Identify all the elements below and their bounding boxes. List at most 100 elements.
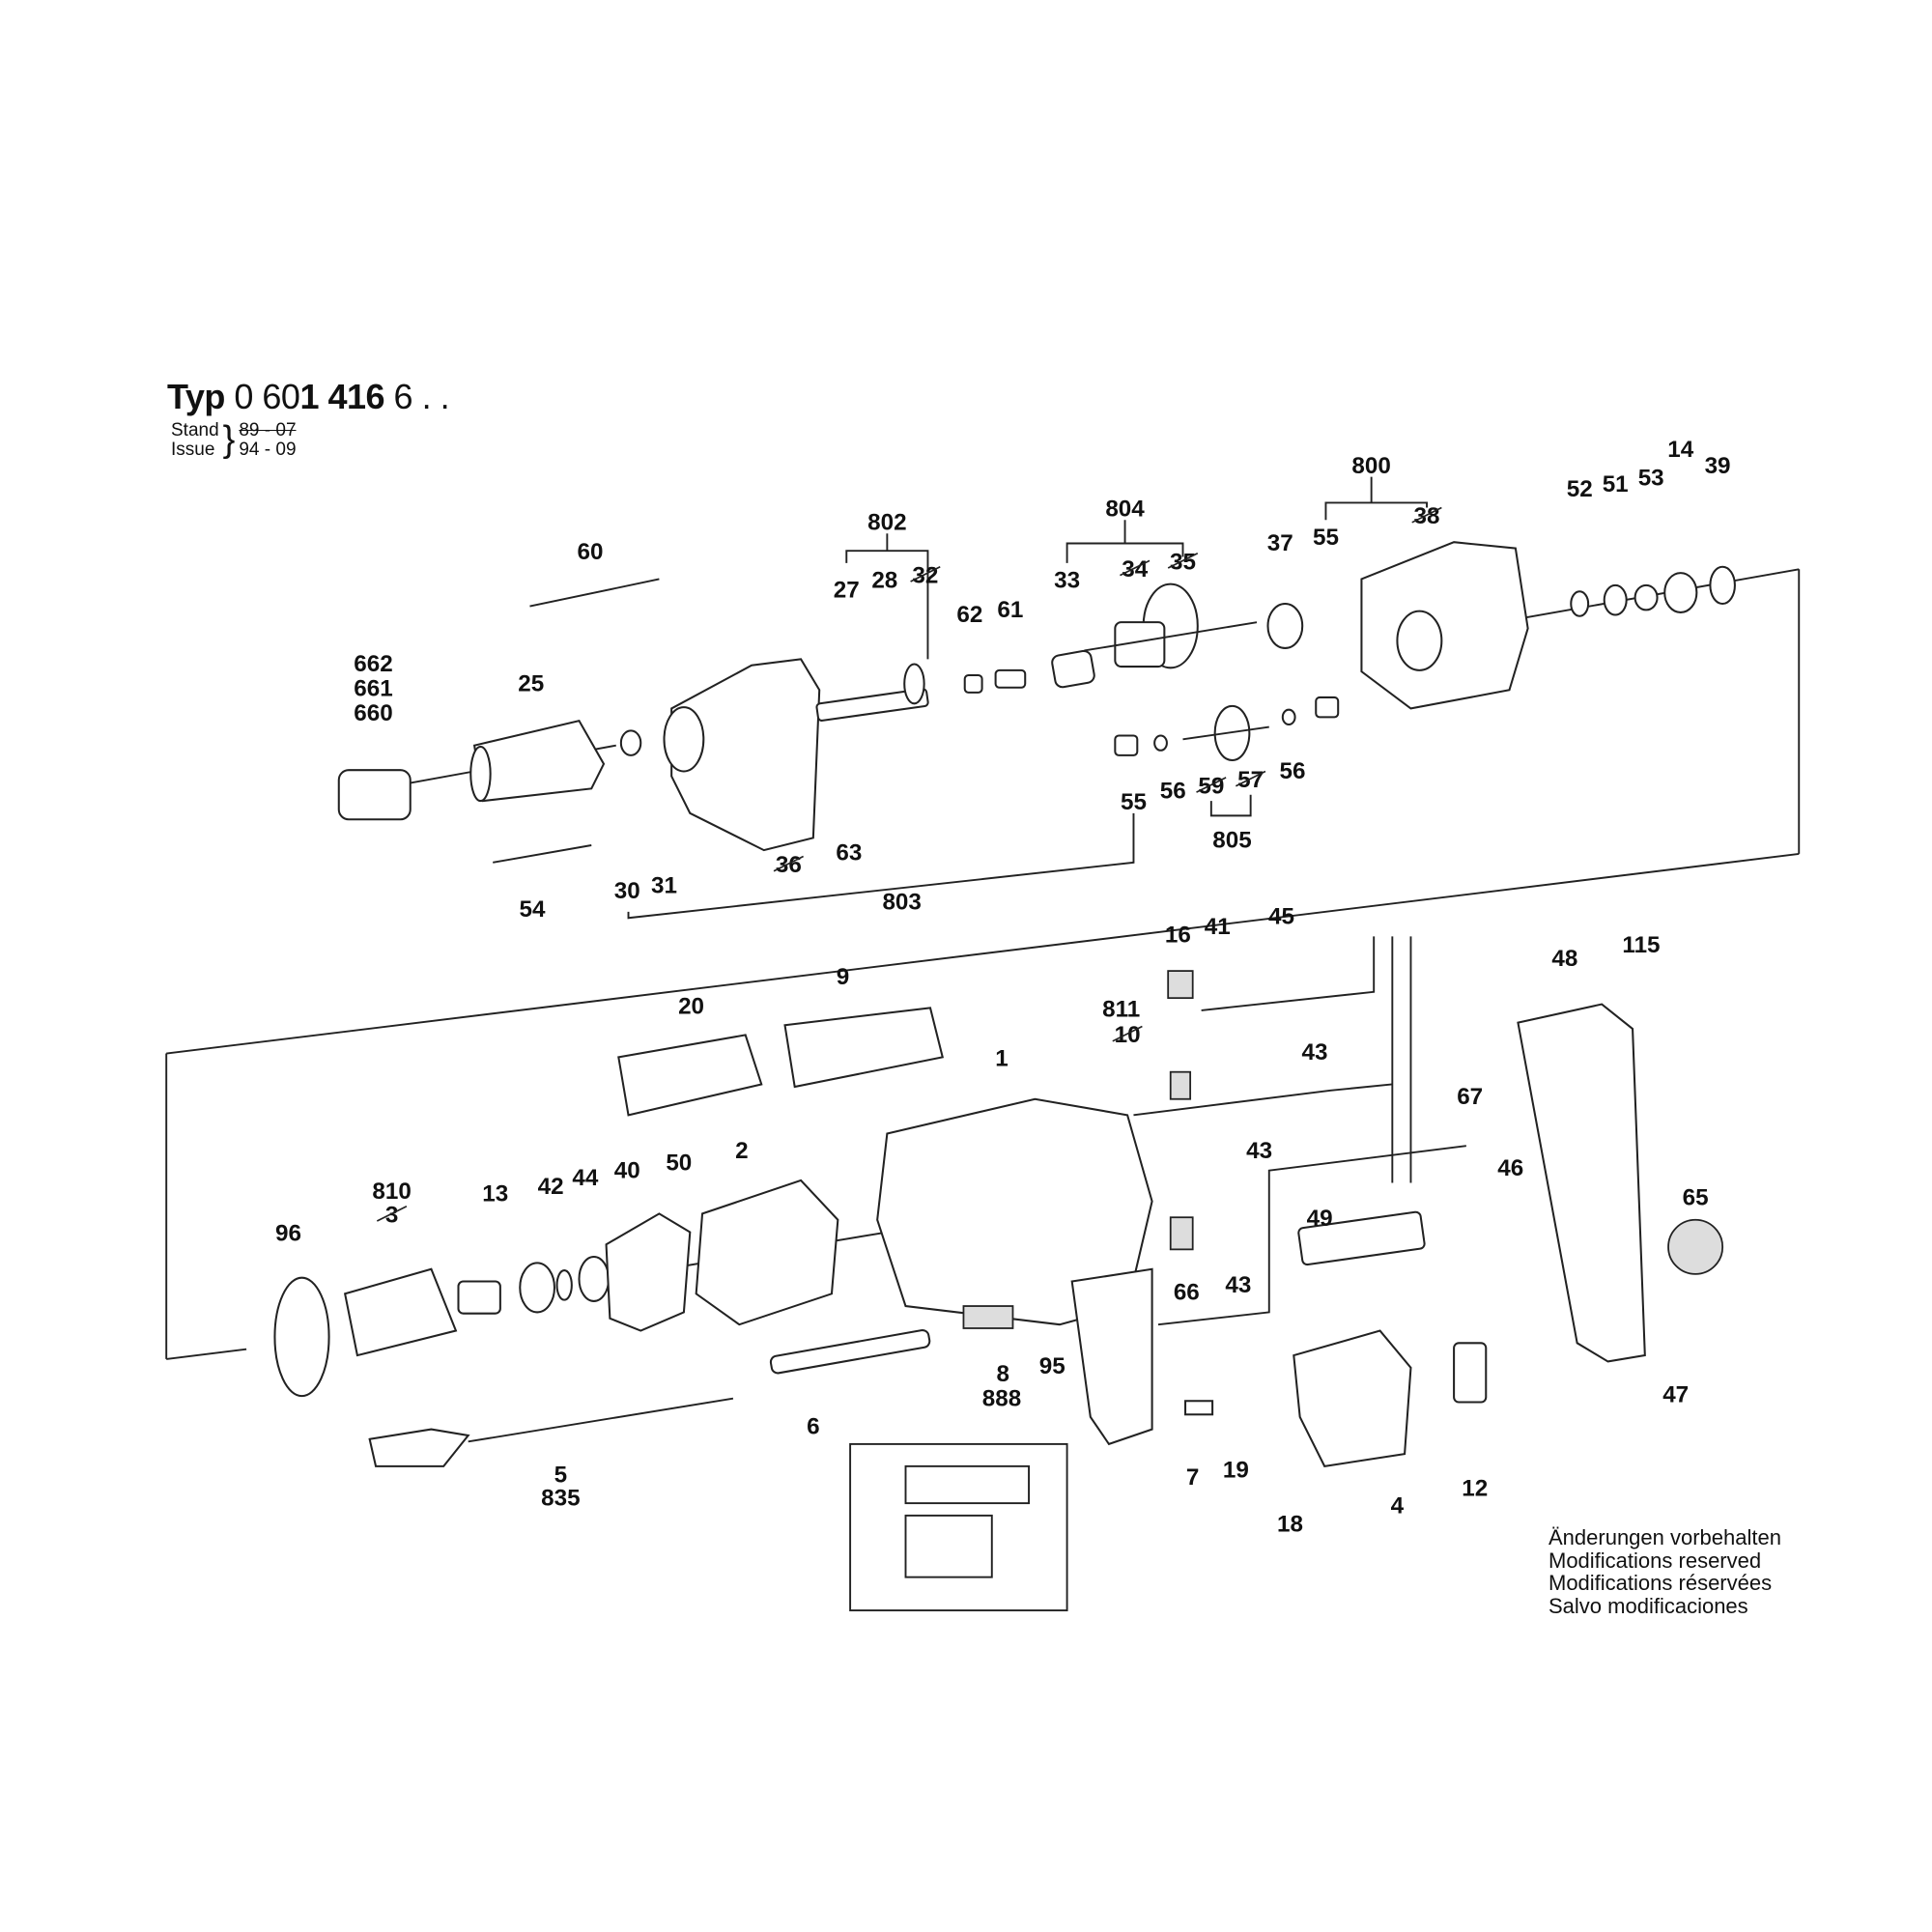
part-label: 835 <box>541 1486 580 1512</box>
part-label: 9 <box>837 964 849 990</box>
label-8 <box>962 1305 1014 1329</box>
part-label: 66 <box>1174 1280 1200 1306</box>
part-7 <box>1184 1400 1214 1416</box>
part-label: 60 <box>577 539 603 565</box>
part-label: 804 <box>1105 496 1145 522</box>
part-label: 10 <box>1115 1022 1141 1048</box>
part-label: 96 <box>275 1220 301 1246</box>
part-label: 16 <box>1165 923 1191 949</box>
part-label: 95 <box>1039 1353 1065 1379</box>
type-number: Typ 0 601 416 6 . . <box>167 377 450 417</box>
stand-value: 89 - 07 <box>239 420 297 440</box>
part-label: 31 <box>651 873 677 899</box>
issue-value: 94 - 09 <box>239 440 297 460</box>
drill-chuck <box>337 769 412 821</box>
part-label: 30 <box>614 878 640 904</box>
part-label: 7 <box>1186 1464 1199 1491</box>
note-es: Salvo modificaciones <box>1548 1593 1748 1618</box>
part-label: 661 <box>354 676 392 702</box>
modification-notes: Änderungen vorbehalten Modifications res… <box>1548 1526 1781 1617</box>
part-label: 51 <box>1603 471 1629 497</box>
part-label: 38 <box>1414 503 1440 529</box>
part-label: 115 <box>1622 932 1660 958</box>
revision-block: Stand Issue } 89 - 07 94 - 09 <box>171 421 449 460</box>
bearing-holder <box>605 1212 692 1332</box>
brush-holder-66 <box>1169 1216 1194 1251</box>
part-label: 34 <box>1122 556 1148 582</box>
strike-mark <box>376 1205 408 1222</box>
part-label: 67 <box>1457 1084 1483 1110</box>
power-plug <box>368 1428 470 1467</box>
gear-housing <box>670 658 821 852</box>
issue-label: Issue <box>171 440 215 460</box>
part-label: 12 <box>1462 1475 1488 1501</box>
strike-mark <box>910 565 941 582</box>
armature <box>343 1267 458 1357</box>
part-label: 805 <box>1212 828 1251 854</box>
part-label: 45 <box>1268 904 1294 930</box>
typ-label: Typ <box>167 377 225 416</box>
part-label: 43 <box>1225 1272 1251 1298</box>
note-de: Änderungen vorbehalten <box>1548 1525 1781 1549</box>
strike-mark <box>1112 1025 1143 1042</box>
stand-label: Stand <box>171 420 219 440</box>
part-label: 6 <box>807 1414 819 1440</box>
strike-mark <box>1411 506 1442 524</box>
fan <box>273 1276 330 1398</box>
part-label: 44 <box>572 1165 598 1191</box>
part-label: 19 <box>1223 1457 1249 1483</box>
part-label: 39 <box>1705 453 1731 479</box>
tube-6 <box>769 1329 931 1375</box>
part-label: 660 <box>354 700 392 726</box>
handle-grip <box>1070 1267 1153 1446</box>
part-label: 33 <box>1054 567 1080 593</box>
part-label: 53 <box>1638 466 1664 492</box>
part-label: 43 <box>1246 1138 1272 1164</box>
part-label: 55 <box>1313 525 1339 551</box>
strike-mark <box>1167 552 1199 569</box>
part-label: 14 <box>1667 437 1693 463</box>
part-label: 57 <box>1237 767 1264 793</box>
part-label: 55 <box>1121 789 1147 815</box>
part-label: 62 <box>956 602 982 628</box>
part-label: 20 <box>678 994 704 1020</box>
part-label: 41 <box>1205 914 1231 940</box>
nameplate-20 <box>617 1034 763 1117</box>
part-label: 65 <box>1683 1184 1709 1210</box>
wiring-schematic <box>849 1442 1068 1612</box>
gearbox-flange <box>1360 541 1529 710</box>
typ-bold: 1 416 <box>299 377 385 416</box>
part-label: 888 <box>982 1385 1021 1411</box>
part-label: 3 <box>385 1202 398 1228</box>
part-label: 18 <box>1277 1511 1303 1537</box>
part-label: 48 <box>1551 946 1577 972</box>
part-label: 802 <box>867 509 906 535</box>
brace: } <box>222 419 236 460</box>
part-label: 810 <box>372 1179 411 1205</box>
strike-mark <box>1235 770 1266 787</box>
label-65 <box>1667 1218 1724 1275</box>
carbon-brush <box>1169 1070 1192 1100</box>
part-label: 40 <box>614 1157 640 1183</box>
part-label: 54 <box>520 896 546 923</box>
part-label: 32 <box>912 562 938 588</box>
strike-mark <box>1120 559 1151 577</box>
part-label: 28 <box>871 567 897 593</box>
part-label: 27 <box>834 578 860 604</box>
typ-suffix: 6 . . <box>393 377 450 416</box>
part-label: 811 <box>1102 996 1140 1022</box>
part-label: 56 <box>1280 758 1306 784</box>
part-label: 50 <box>666 1151 692 1177</box>
part-label: 13 <box>482 1181 508 1208</box>
strike-mark <box>773 855 805 872</box>
switch-49 <box>1297 1210 1426 1266</box>
typ-prefix: 0 60 <box>234 377 300 416</box>
capacitor-12 <box>1453 1342 1488 1404</box>
part-label: 8 <box>997 1361 1009 1387</box>
header: Typ 0 601 416 6 . . Stand Issue } 89 - 0… <box>167 377 450 460</box>
motor-parts <box>273 936 1724 1612</box>
part-label: 42 <box>538 1174 564 1200</box>
nameplate-9 <box>783 1007 945 1089</box>
chuck-sleeve <box>472 720 606 803</box>
